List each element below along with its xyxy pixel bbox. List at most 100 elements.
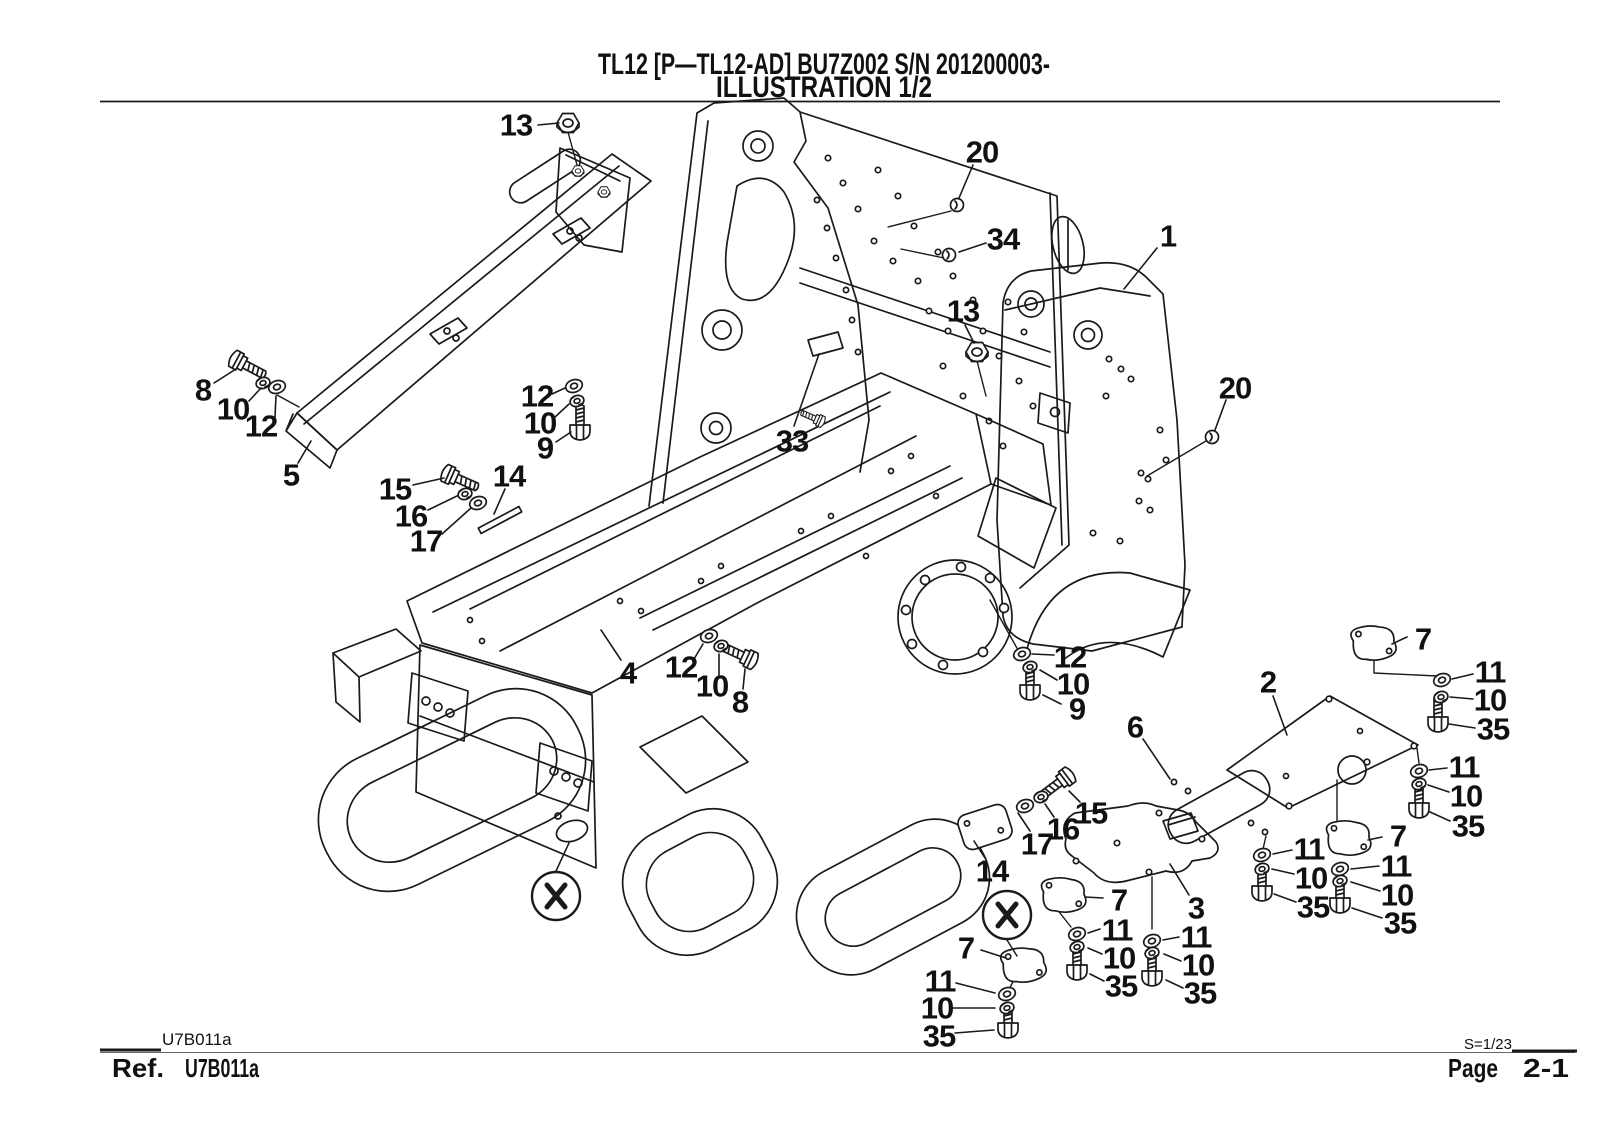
callout-1: 1 — [1123, 219, 1178, 290]
callout-10: 10 — [696, 653, 729, 704]
lock-washer — [1433, 690, 1449, 704]
callout-10: 10 — [1271, 861, 1328, 896]
callout-label: 35 — [1384, 906, 1417, 941]
flat-washer — [1432, 672, 1452, 688]
hex-bolt — [1329, 876, 1351, 914]
callout-16: 16 — [1044, 803, 1081, 847]
lock-washer — [255, 376, 271, 390]
hex-bolt — [569, 403, 591, 441]
lock-washer — [1254, 862, 1270, 876]
callout-label: 6 — [1127, 710, 1144, 745]
callout-label: 10 — [1450, 779, 1482, 814]
flat-washer — [997, 986, 1017, 1002]
callout-label: 20 — [966, 135, 998, 170]
callout-label: 10 — [696, 669, 728, 704]
callout-11: 11 — [1350, 849, 1413, 884]
connector-line — [1262, 835, 1267, 850]
callout-8: 8 — [732, 668, 750, 720]
callout-11: 11 — [1087, 913, 1134, 948]
callout-17: 17 — [1017, 812, 1054, 862]
callout-label: 35 — [1297, 890, 1330, 925]
callout-33: 33 — [776, 353, 820, 459]
callout-label: 16 — [395, 499, 428, 534]
lock-washer — [999, 1001, 1015, 1015]
callout-2: 2 — [1260, 665, 1288, 736]
lock-washer — [1033, 790, 1049, 804]
connector-line — [1146, 440, 1207, 477]
flat-washer — [1409, 763, 1429, 779]
flat-washer — [468, 495, 488, 511]
callout-label: 10 — [1057, 667, 1089, 702]
drawing-code: U7B011a — [162, 1030, 232, 1049]
part-gasket-6 — [1167, 769, 1271, 845]
callout-label: 3 — [1188, 891, 1205, 926]
callout-label: 12 — [1054, 640, 1086, 675]
callout-label: 9 — [537, 431, 554, 466]
callout-label: 8 — [732, 685, 749, 720]
part-rear-panel — [799, 111, 1086, 589]
callout-label: 17 — [410, 524, 442, 559]
lock-washer — [1332, 874, 1348, 888]
connector-line — [1373, 659, 1438, 677]
callout-12: 12 — [1031, 640, 1087, 675]
callout-16: 16 — [395, 495, 458, 534]
callout-10: 10 — [921, 991, 996, 1026]
callout-label: 11 — [1475, 655, 1507, 690]
callout-label: 11 — [1294, 832, 1326, 867]
callout-10: 10 — [217, 387, 262, 427]
cover-plate-7 — [1040, 876, 1087, 913]
plug-button — [1204, 429, 1220, 445]
callout-label: 14 — [976, 854, 1010, 889]
callout-label: 34 — [987, 222, 1021, 257]
callout-7: 7 — [1367, 819, 1407, 854]
cover-plate-7 — [1325, 819, 1372, 856]
callout-35: 35 — [1273, 890, 1331, 925]
callout-15: 15 — [379, 472, 445, 507]
lock-washer — [713, 639, 729, 653]
hex-bolt — [440, 463, 480, 492]
callout-10: 10 — [1427, 779, 1483, 814]
callout-label: 14 — [493, 459, 527, 494]
hex-nut — [571, 165, 585, 177]
part-side-panel-1 — [996, 261, 1186, 652]
connector-line — [567, 131, 578, 166]
connector-line — [276, 394, 300, 408]
callout-label: 16 — [1047, 812, 1080, 847]
callout-label: 9 — [1069, 692, 1086, 727]
callout-4: 4 — [600, 629, 639, 691]
page-label: Page — [1448, 1053, 1498, 1083]
callout-10: 10 — [1087, 941, 1136, 976]
callout-label: 7 — [1111, 883, 1127, 918]
callout-35: 35 — [1351, 906, 1418, 941]
part-cover-plate-2 — [1226, 695, 1419, 810]
part-main-chassis — [317, 372, 1191, 976]
flat-washer — [1015, 798, 1035, 814]
callout-35: 35 — [1089, 969, 1139, 1004]
callout-label: 17 — [1021, 827, 1053, 862]
callout-label: 5 — [283, 458, 300, 493]
doc-title: TL12 [P—TL12-AD] BU7Z002 S/N 201200003- — [598, 48, 1050, 81]
callout-10: 10 — [524, 403, 570, 441]
flat-washer — [1012, 646, 1032, 662]
callout-label: 13 — [947, 294, 980, 329]
callout-label: 12 — [665, 650, 697, 685]
flat-washer — [267, 379, 287, 395]
callout-label: 35 — [1477, 712, 1510, 747]
doc-subtitle: ILLUSTRATION 1/2 — [716, 71, 932, 104]
callout-label: 12 — [521, 379, 553, 414]
callout-label: 10 — [524, 406, 556, 441]
callout-7: 7 — [1391, 622, 1432, 657]
callout-34: 34 — [958, 222, 1022, 257]
callout-label: 8 — [195, 373, 212, 408]
callout-label: 20 — [1219, 371, 1251, 406]
x-reference-markers — [530, 842, 1033, 957]
connector-line — [887, 210, 952, 228]
callout-label: 7 — [1415, 622, 1431, 657]
callout-label: 2 — [1260, 665, 1276, 700]
callout-13: 13 — [947, 294, 981, 344]
callout-11: 11 — [1162, 920, 1213, 955]
flat-washer — [1067, 926, 1087, 942]
part-rear-tower — [648, 97, 870, 507]
callout-10: 10 — [1163, 948, 1215, 983]
